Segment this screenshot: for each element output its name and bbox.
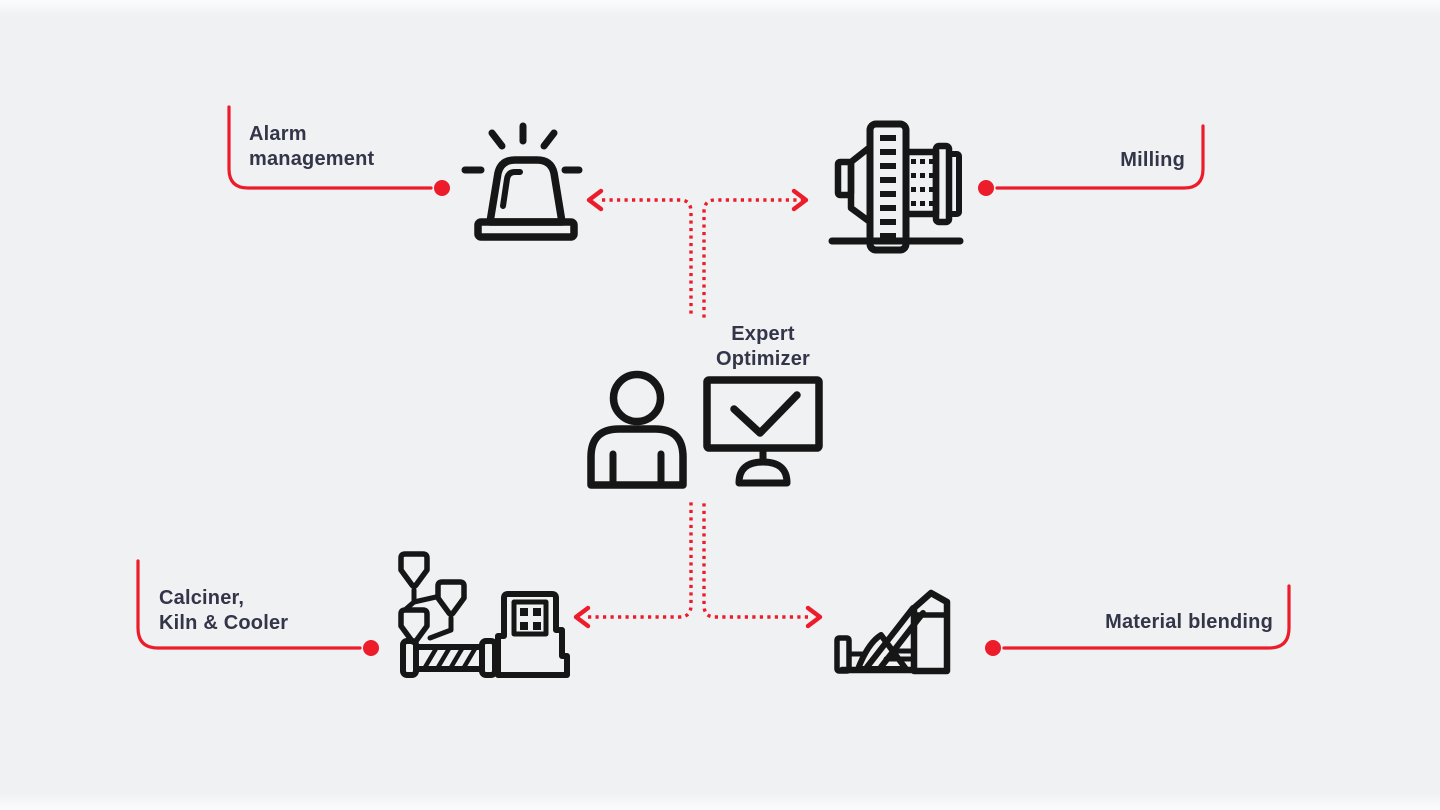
material-label: Material blending xyxy=(1105,611,1273,633)
calciner-bracket xyxy=(136,559,379,656)
body-dots xyxy=(911,159,934,206)
alarm-siren-icon xyxy=(461,122,583,241)
expert-optimizer-line2: Optimizer xyxy=(715,348,811,370)
calciner-label-line2: Kiln & Cooler xyxy=(159,612,289,634)
expert-optimizer-line1: Expert xyxy=(731,323,795,345)
alarm-label-line2: management xyxy=(249,148,375,170)
panel-squares xyxy=(520,608,541,630)
ring-dashes xyxy=(880,135,896,239)
alarm-label-line1: Alarm xyxy=(249,123,307,145)
arrowhead-right xyxy=(805,605,823,629)
monitor-check-icon xyxy=(703,376,823,487)
milling-label: Milling xyxy=(1120,149,1185,171)
expert-optimizer-label: Expert Optimizer xyxy=(663,322,863,372)
bottom-connector xyxy=(573,500,823,629)
calciner-label: Calciner, Kiln & Cooler xyxy=(159,586,288,636)
material-blending-icon xyxy=(834,589,951,675)
arrowhead-right xyxy=(791,188,809,212)
alarm-bracket xyxy=(227,105,450,196)
milling-bracket xyxy=(978,124,1205,196)
milling-machine-icon xyxy=(828,120,964,254)
alarm-label: Alarm management xyxy=(249,122,374,172)
calciner-kiln-cooler-icon xyxy=(398,551,570,678)
calciner-label-line1: Calciner, xyxy=(159,587,245,609)
check-mark xyxy=(730,391,801,437)
kiln-hatching xyxy=(421,644,479,672)
arrowhead-left xyxy=(586,188,604,212)
operator-person-icon xyxy=(587,370,687,489)
arrowhead-left xyxy=(573,605,591,629)
material-bracket xyxy=(985,584,1291,656)
top-connector xyxy=(586,188,809,318)
